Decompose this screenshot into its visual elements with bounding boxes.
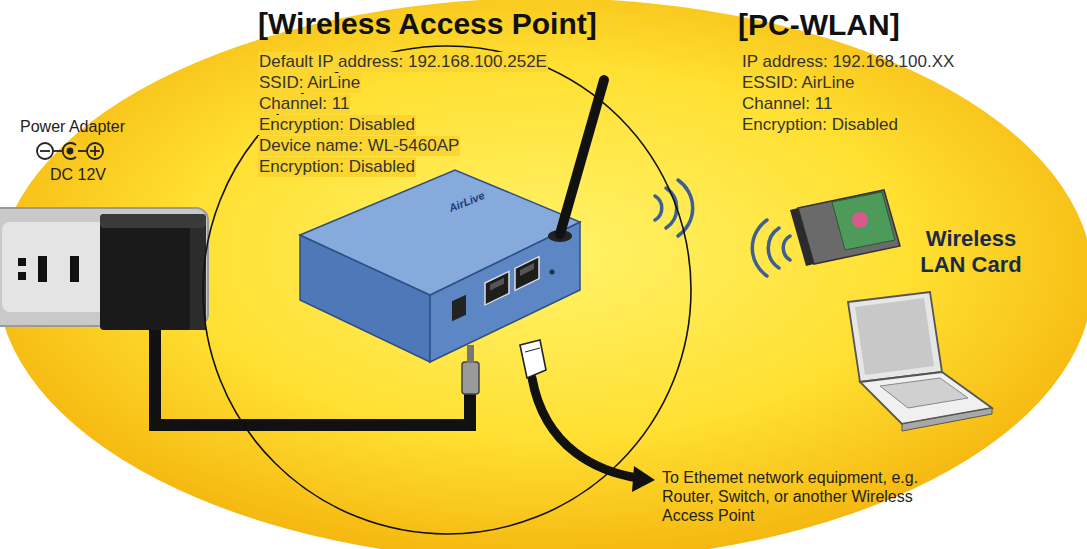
device-circle: [Wireless Access Point]Default IP addres…	[202, 45, 692, 535]
power-adapter	[100, 214, 206, 330]
section-heading: [Wireless Access Point]	[258, 7, 597, 42]
section-heading: [PC-WLAN]	[738, 8, 900, 43]
part-name: Power Adapter	[20, 118, 125, 136]
radio-waves	[655, 180, 790, 276]
setting-text: Channel: 11	[258, 94, 350, 114]
voltage-label: DC 12V	[50, 166, 106, 184]
rj45-plug-detail	[525, 348, 540, 352]
rj45-plug	[520, 340, 546, 378]
setting-text: ESSID: AirLine	[742, 73, 854, 93]
setting-text: Encryption: Disabled	[258, 115, 416, 135]
ethernet-cable	[532, 378, 638, 478]
dc-plug	[462, 362, 479, 394]
cable-arrowhead	[632, 466, 655, 492]
setting-text: Encryption: Disabled	[258, 157, 416, 177]
setting-text: Default IP address: 192.168.100.252E	[258, 52, 548, 72]
setting-text: Encryption: Disabled	[742, 115, 898, 135]
polarity-symbol	[37, 143, 103, 159]
part-name: Wireless LAN Card	[912, 226, 1030, 279]
access-point-device	[300, 170, 580, 362]
dc-plug-tip	[467, 345, 474, 363]
setting-text: Channel: 11	[742, 94, 832, 114]
setting-text: IP address: 192.168.100.XX	[742, 52, 954, 72]
laptop	[848, 292, 992, 431]
antenna	[560, 80, 604, 234]
setting-text: SSID: AirLine	[258, 73, 361, 93]
pc-card	[790, 190, 900, 266]
note-text: To Ethemet network equipment, e.g. Route…	[662, 468, 927, 526]
circle-outline	[203, 46, 691, 534]
setting-text: Device name: WL-5460AP	[258, 136, 460, 156]
